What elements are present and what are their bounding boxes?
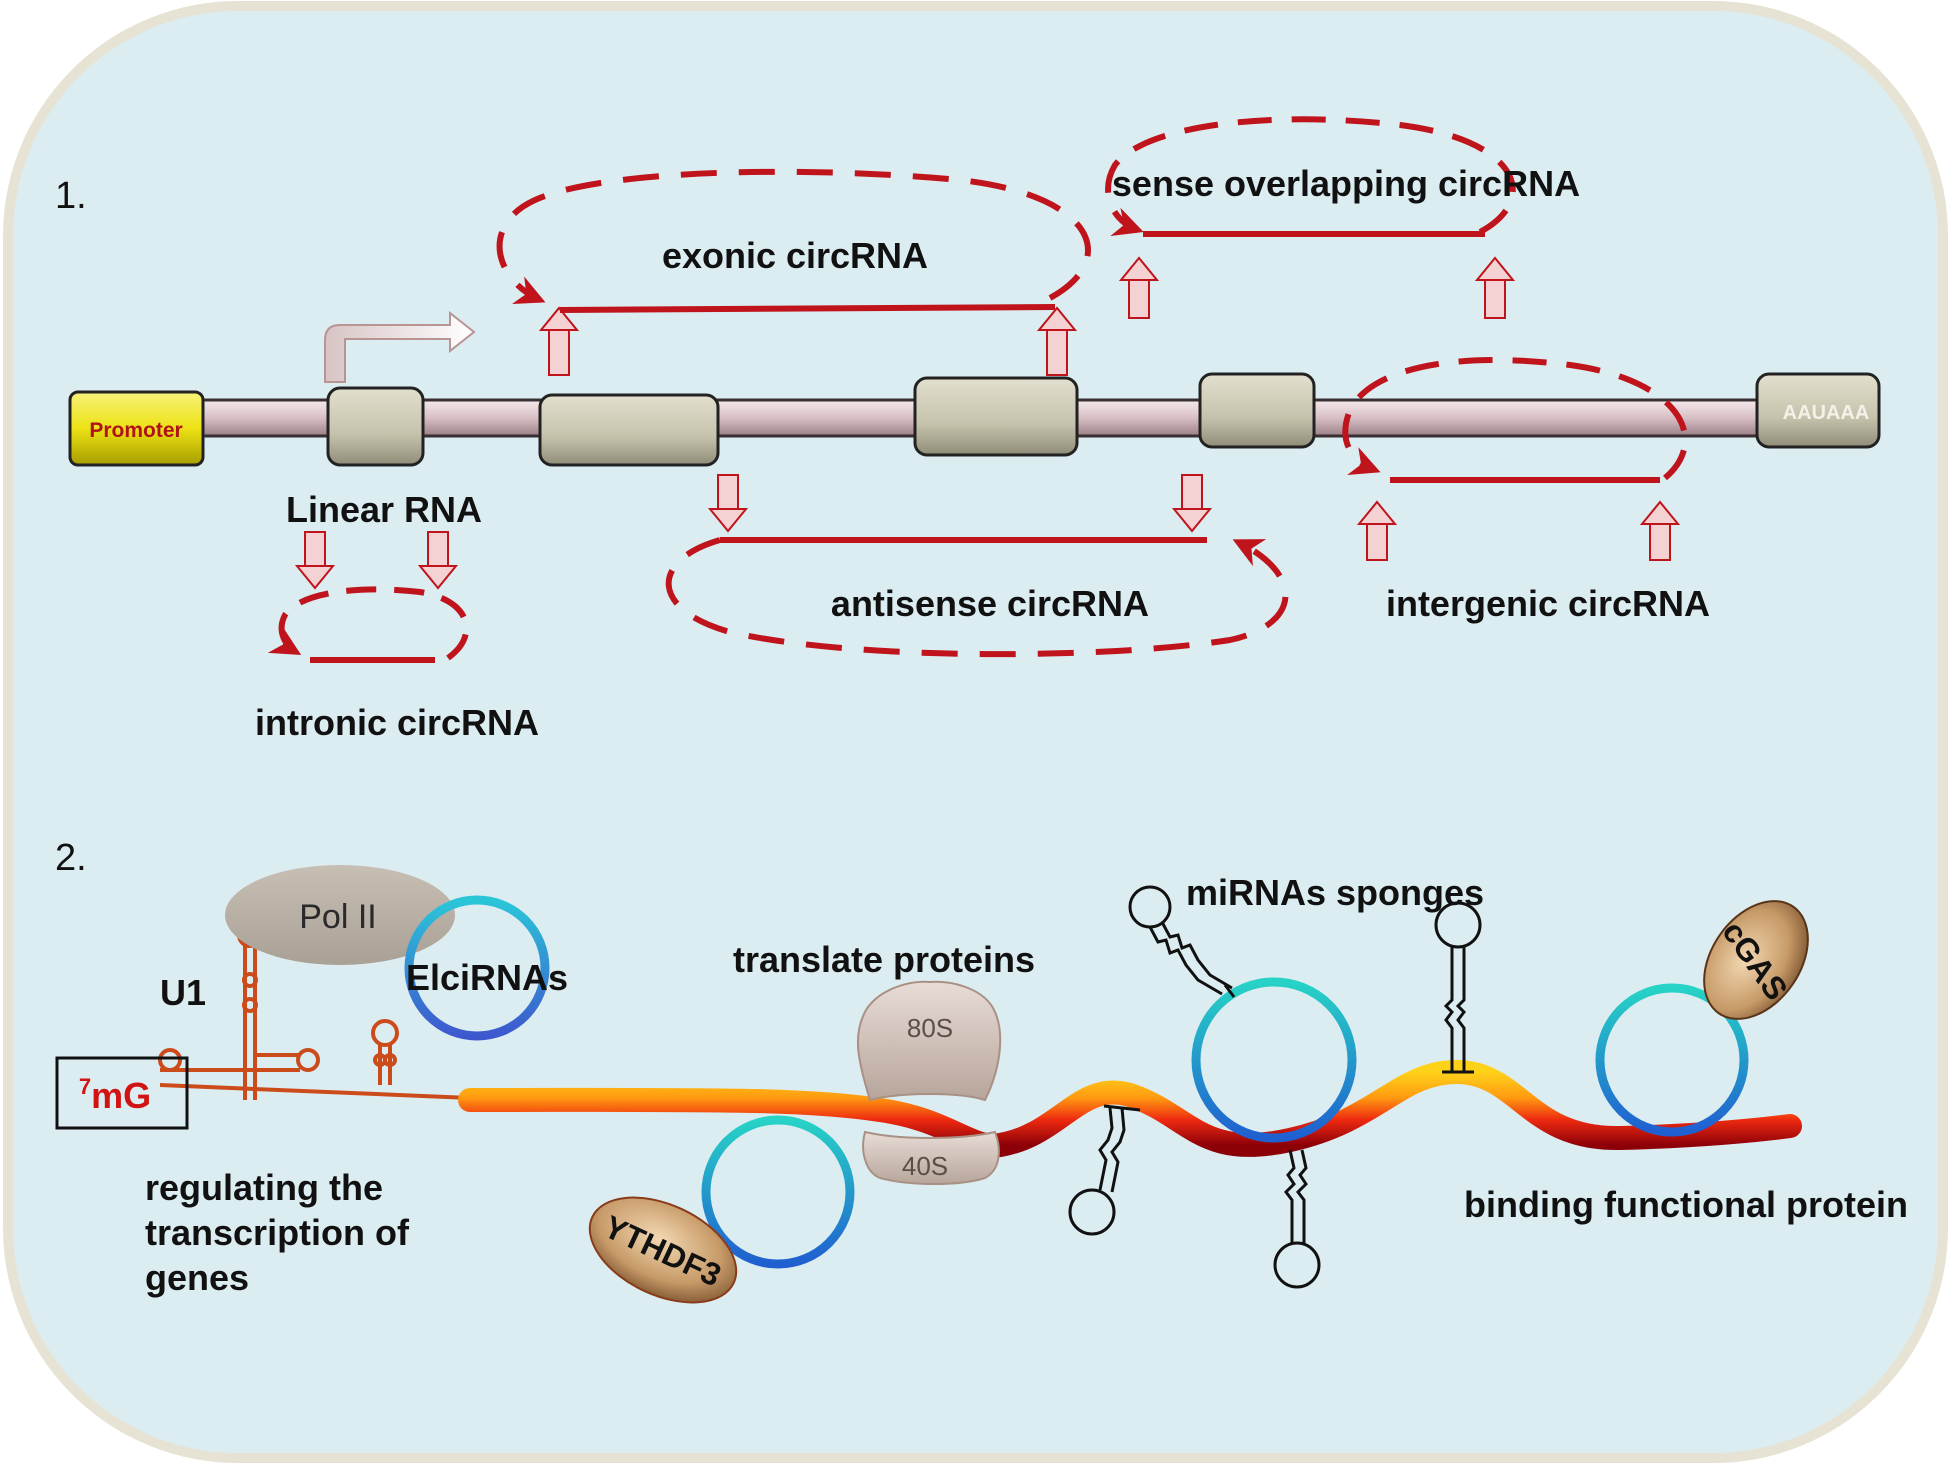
down-arrow [417, 531, 459, 590]
up-arrow [1036, 306, 1078, 376]
exonic-circle [496, 168, 1091, 304]
exonic-strand [559, 304, 1056, 313]
ribosome-small-subunit [862, 1130, 1000, 1185]
ribosome-40s-label: 40S [902, 1151, 948, 1181]
antisense-label: antisense circRNA [831, 583, 1149, 624]
cgas-protein: cGAS [1703, 900, 1809, 1020]
transcription-start-arrow [324, 310, 476, 383]
mrna-strand [458, 1059, 1802, 1158]
elcirnas-label: ElciRNAs [406, 957, 568, 998]
linear-rna-label: Linear RNA [286, 489, 482, 530]
up-arrow [1474, 256, 1516, 319]
down-arrow [707, 474, 749, 533]
mirna-hairpin-top-left [1128, 885, 1236, 998]
intergenic-circle [1342, 357, 1689, 481]
intergenic-circrna [1342, 357, 1689, 483]
exon-1 [326, 386, 425, 467]
translation-circrna-ring [701, 1115, 855, 1269]
promoter-box [68, 390, 205, 467]
exonic-circrna [496, 168, 1091, 313]
intergenic-label: intergenic circRNA [1386, 583, 1710, 624]
up-arrows [538, 256, 1681, 561]
antisense-circle [665, 537, 1289, 658]
up-arrow [1356, 500, 1398, 561]
binding-label: binding functional protein [1464, 1184, 1908, 1225]
polya-label: AAUAAA [1783, 402, 1870, 424]
polya-box [1755, 372, 1881, 449]
intronic-circle [267, 586, 470, 661]
up-arrow [1118, 256, 1160, 319]
exon-2 [538, 393, 720, 467]
elcirna-ring [404, 895, 550, 1041]
up-arrow [538, 306, 580, 376]
up-arrow [1639, 500, 1681, 561]
mirna-hairpin-top-right [1434, 901, 1482, 1074]
ribosome [856, 980, 1002, 1185]
intronic-label: intronic circRNA [255, 702, 539, 743]
cap-superscript: 7 [79, 1074, 91, 1099]
pol-ii [225, 865, 455, 965]
ribosome-large-subunit [856, 980, 1002, 1102]
regulating-line-2: transcription of [145, 1212, 410, 1253]
cap-label: 7mG [79, 1074, 151, 1116]
pol-ii-label: Pol II [299, 898, 376, 936]
section-1-number: 1. [55, 175, 87, 217]
mirna-sponge-ring [1191, 977, 1357, 1143]
regulating-line-1: regulating the [145, 1167, 383, 1208]
sense-circle [1105, 116, 1516, 237]
down-arrow [1171, 474, 1213, 533]
intronic-circrna [267, 586, 470, 663]
binding-circrna-ring [1595, 983, 1749, 1137]
ribosome-80s-label: 80S [907, 1013, 953, 1043]
u1-label: U1 [160, 972, 206, 1013]
mirna-hairpin-bottom-right [1273, 1149, 1321, 1289]
translate-label: translate proteins [733, 939, 1035, 980]
cap-box [55, 1056, 189, 1130]
sense-overlapping-label: sense overlapping circRNA [1112, 163, 1580, 204]
antisense-circrna [665, 537, 1289, 658]
ythdf3-protein: YTHDF3 [588, 1196, 738, 1304]
section-2-number: 2. [55, 837, 87, 879]
promoter-label: Promoter [89, 419, 182, 442]
mirna-hairpins [1068, 885, 1482, 1289]
mirna-hairpin-bottom-left [1068, 1104, 1141, 1236]
down-arrows [294, 474, 1213, 590]
mirna-label: miRNAs sponges [1186, 872, 1484, 913]
exon-3 [913, 376, 1079, 457]
regulating-line-3: genes [145, 1257, 249, 1298]
sense-overlapping-circrna [1105, 116, 1516, 237]
exonic-label: exonic circRNA [662, 235, 928, 276]
down-arrow [294, 531, 336, 590]
regulating-label: regulating the transcription of genes [145, 1167, 419, 1298]
exon-4 [1198, 372, 1316, 449]
cap-main: mG [91, 1075, 151, 1116]
